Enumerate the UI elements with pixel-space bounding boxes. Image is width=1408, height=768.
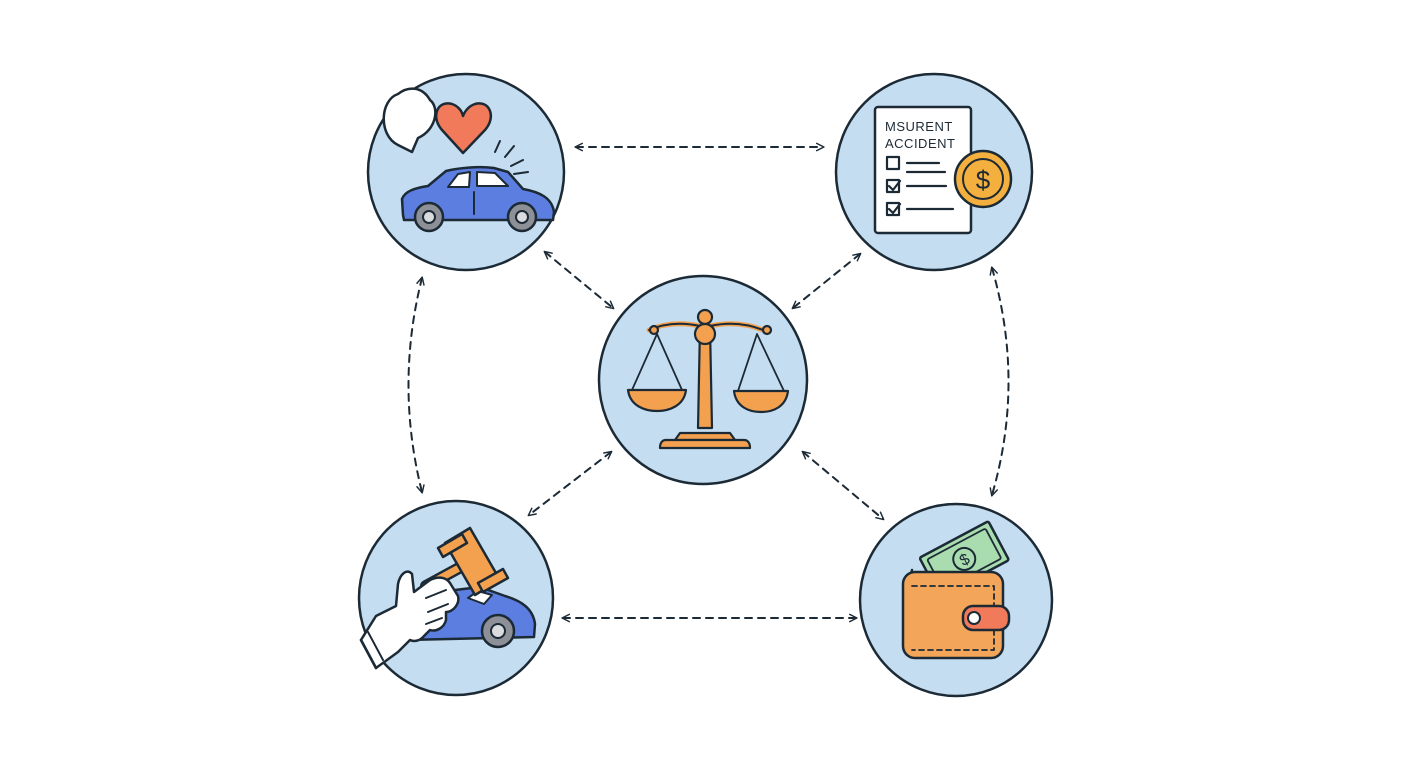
wallet-money-icon: $ bbox=[901, 520, 1011, 660]
scales-of-justice-icon bbox=[626, 308, 790, 450]
insurance-document-icon: MSURENT ACCIDENT $ bbox=[873, 105, 1013, 235]
connector-car-to-gavel bbox=[407, 276, 425, 494]
doc-title-line-1: MSURENT bbox=[885, 119, 953, 134]
connector-justice-to-gavel bbox=[527, 450, 613, 517]
gavel-hand-car-icon bbox=[359, 526, 537, 670]
checkbox-empty-icon bbox=[885, 155, 901, 171]
doc-title-line-2: ACCIDENT bbox=[885, 136, 955, 151]
node-justice bbox=[597, 274, 809, 486]
connector-car-to-justice bbox=[543, 250, 615, 310]
connector-insurance-to-wallet bbox=[989, 266, 1010, 497]
connector-group bbox=[407, 142, 1010, 623]
coin-symbol: $ bbox=[976, 165, 991, 195]
node-compensation: $ bbox=[858, 502, 1054, 698]
checkbox-checked-icon bbox=[885, 178, 901, 194]
node-legal-ruling bbox=[357, 499, 555, 697]
node-car-accident bbox=[366, 72, 566, 272]
car-heart-icon bbox=[382, 87, 556, 233]
connector-justice-to-wallet bbox=[801, 450, 885, 521]
node-insurance-document: MSURENT ACCIDENT $ bbox=[834, 72, 1034, 272]
connector-insurance-to-justice bbox=[791, 252, 862, 310]
checkbox-checked-icon bbox=[885, 201, 901, 217]
coin-icon: $ bbox=[953, 149, 1013, 209]
